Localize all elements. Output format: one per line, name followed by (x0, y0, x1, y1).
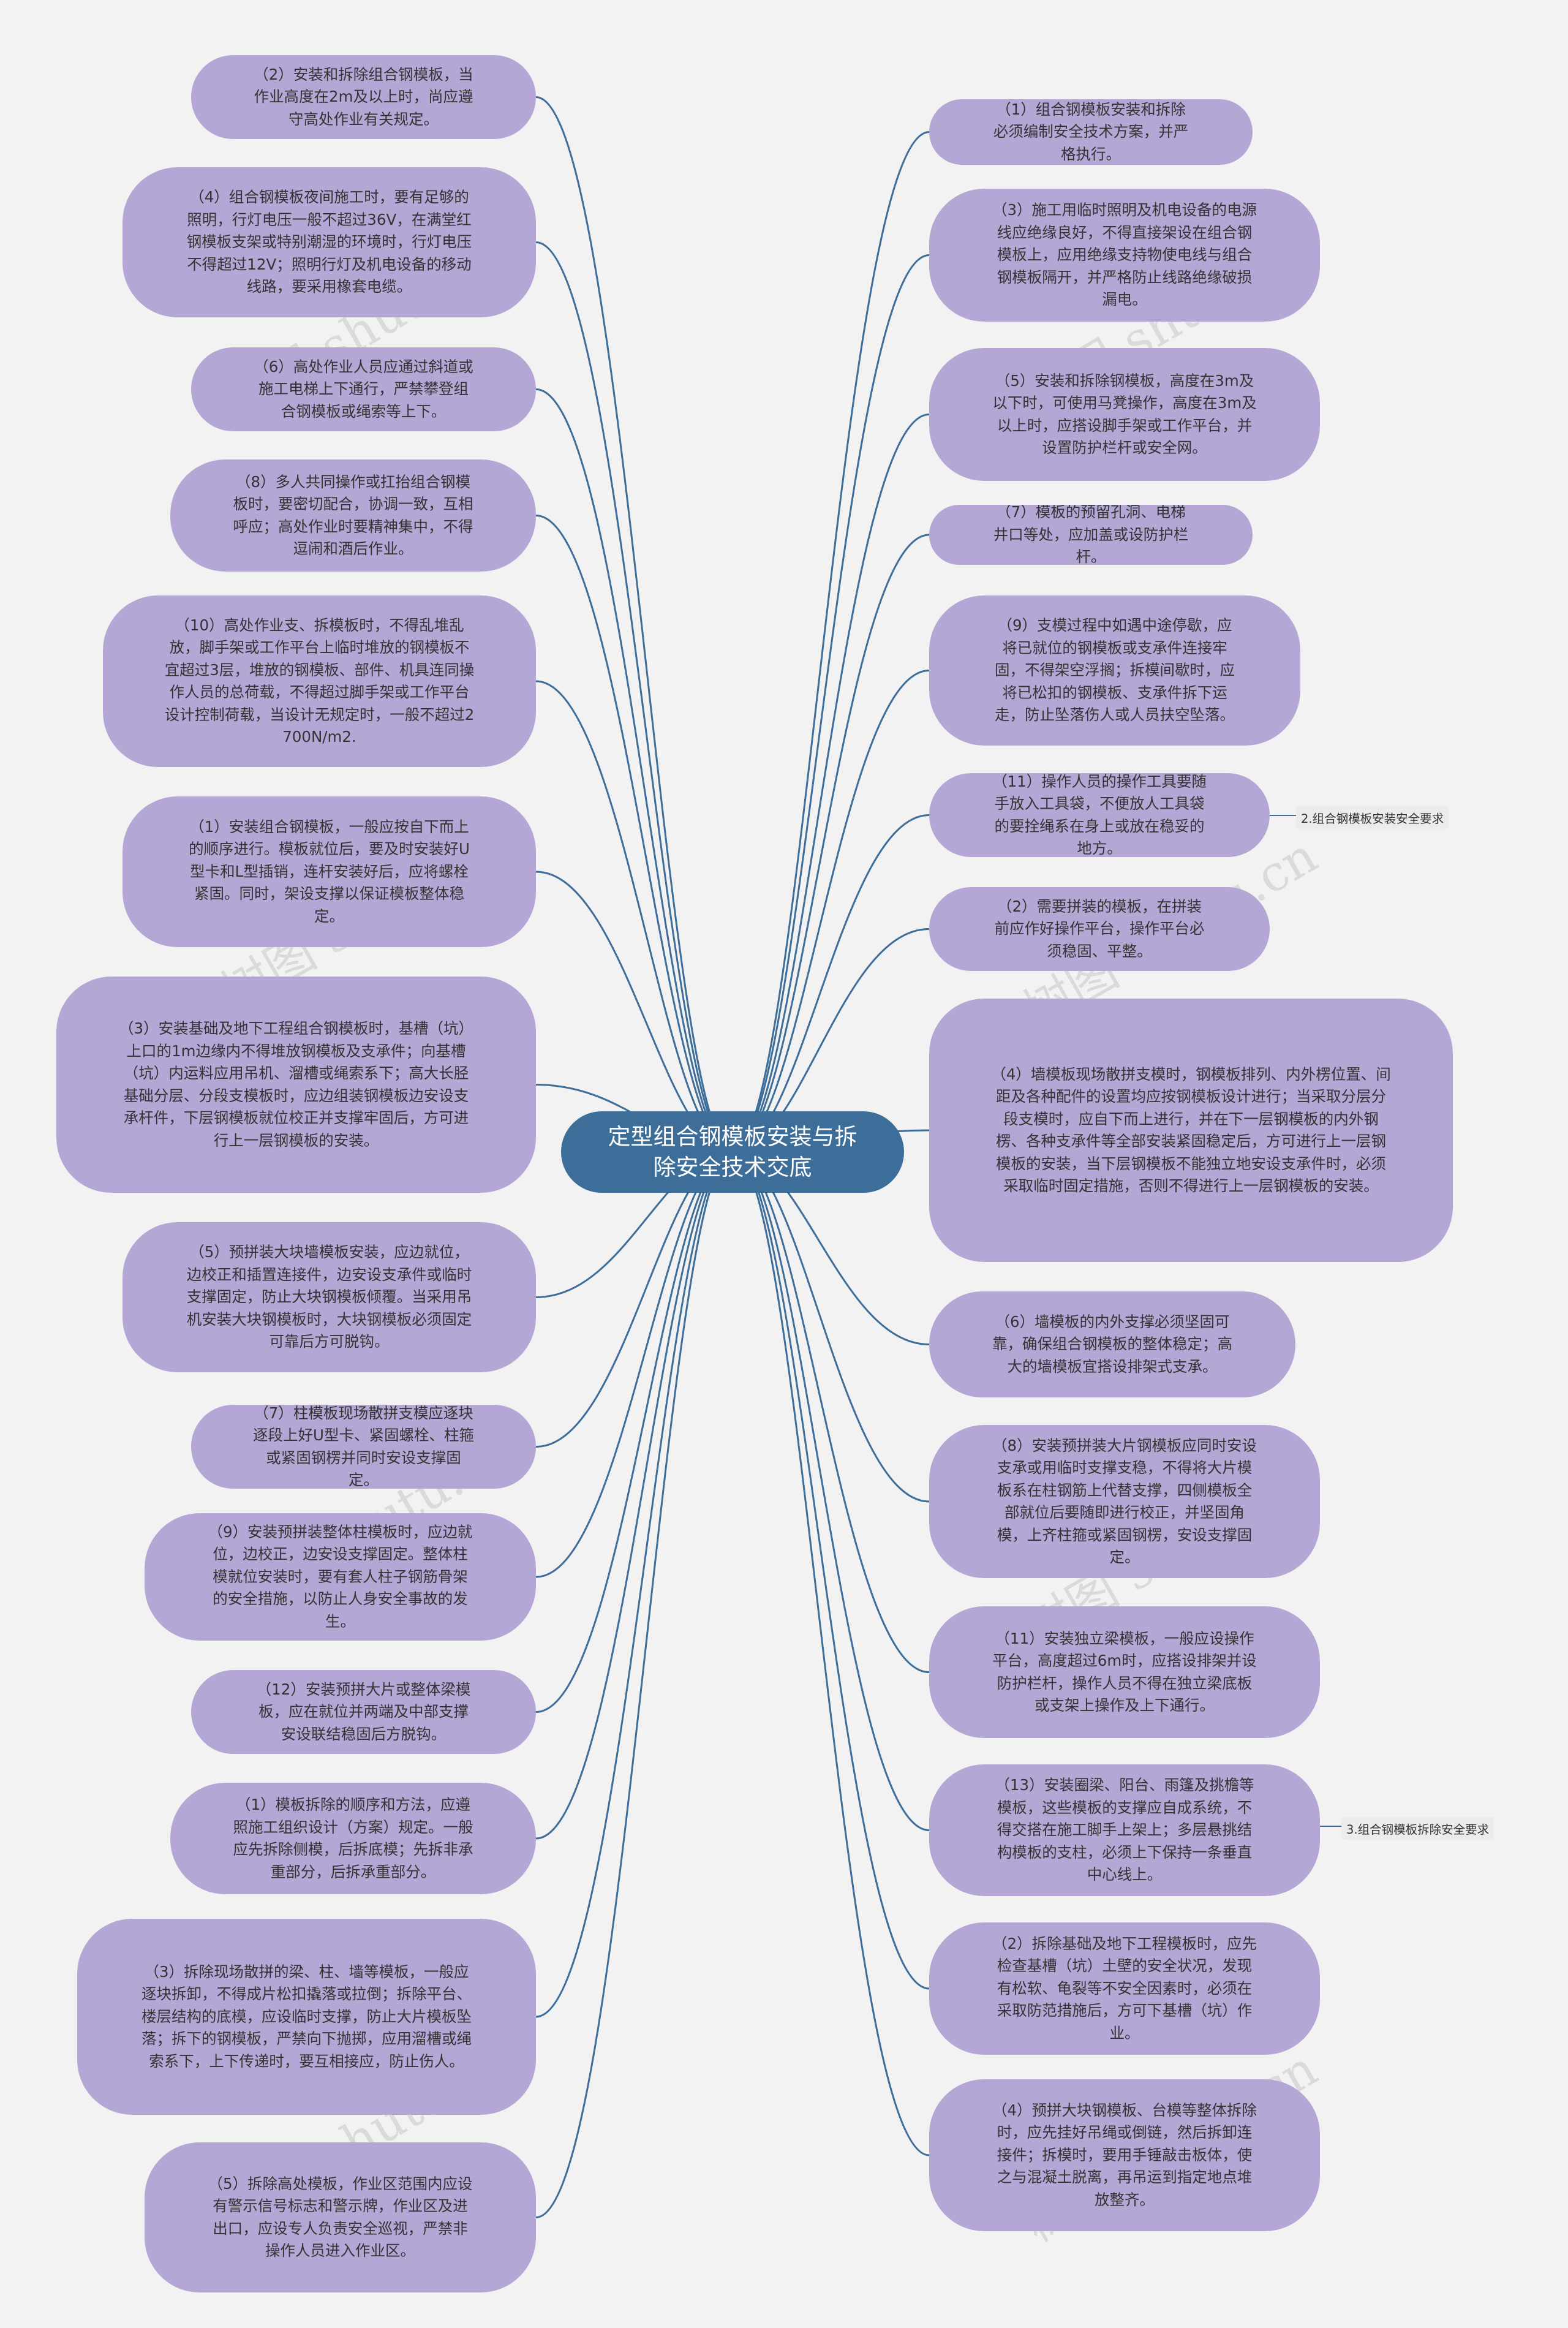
topic-text: （5）拆除高处模板，作业区范围内应设有警示信号标志和警示牌，作业区及进出口，应设… (208, 2174, 473, 2260)
link-left (535, 388, 733, 1153)
topic-text: （4）组合钢模板夜间施工时，要有足够的照明，行灯电压一般不超过36V，在满堂红钢… (186, 188, 472, 296)
link-right (732, 814, 930, 1153)
link-right (732, 1151, 930, 1673)
right-topic-node[interactable]: （7）模板的预留孔洞、电梯井口等处，应加盖或设防护栏杆。 (929, 505, 1253, 565)
link-right (732, 131, 930, 1153)
right-topic-node[interactable]: （5）安装和拆除钢模板，高度在3m及以下时，可使用马凳操作，高度在3m及以上时，… (929, 348, 1320, 481)
topic-text: （13）安装圈梁、阳台、雨篷及挑檐等模板，这些模板的支撑应自成系统，不得交搭在施… (995, 1776, 1254, 1884)
left-topic-node[interactable]: （12）安装预拼大片或整体梁模板，应在就位并两端及中部支撑安设联结稳固后方脱钩。 (191, 1670, 536, 1754)
left-topic-node[interactable]: （5）预拼装大块墙模板安装，应边就位，边校正和插置连接件，边安设支承件或临时支撑… (123, 1222, 536, 1372)
right-topic-node[interactable]: （2）需要拼装的模板，在拼装前应作好操作平台，操作平台必须稳固、平整。 (929, 887, 1270, 971)
topic-text: （3）拆除现场散拼的梁、柱、墙等模板，一般应逐块拆卸，不得成片松扣撬落或拉倒；拆… (141, 1962, 472, 2070)
left-topic-node[interactable]: （3）拆除现场散拼的梁、柱、墙等模板，一般应逐块拆卸，不得成片松扣撬落或拉倒；拆… (77, 1919, 536, 2115)
left-topic-node[interactable]: （10）高处作业支、拆模板时，不得乱堆乱放，脚手架或工作平台上临时堆放的钢模板不… (103, 595, 536, 767)
left-topic-node[interactable]: （2）安装和拆除组合钢模板，当作业高度在2m及以上时，尚应遵守高处作业有关规定。 (191, 55, 536, 139)
root-title: 定型组合钢模板安装与拆除安全技术交底 (608, 1123, 858, 1181)
topic-text: （4）墙模板现场散拼支模时，钢模板排列、内外楞位置、间距及各种配件的设置均应按钢… (991, 1065, 1391, 1195)
topic-text: （2）安装和拆除组合钢模板，当作业高度在2m及以上时，尚应遵守高处作业有关规定。 (254, 65, 473, 128)
right-topic-node[interactable]: （4）墙模板现场散拼支模时，钢模板排列、内外楞位置、间距及各种配件的设置均应按钢… (929, 999, 1453, 1262)
right-topic-node[interactable]: （3）施工用临时照明及机电设备的电源线应绝缘良好，不得直接架设在组合钢模板上，应… (929, 189, 1320, 322)
link-right (732, 534, 930, 1153)
topic-text: （5）预拼装大块墙模板安装，应边就位，边校正和插置连接件，边安设支承件或临时支撑… (186, 1243, 472, 1351)
link-left (535, 1151, 733, 1840)
right-topic-node[interactable]: （6）墙模板的内外支撑必须坚固可靠，确保组合钢模板的整体稳定；高大的墙模板宜搭设… (929, 1291, 1295, 1397)
right-topic-node[interactable]: （13）安装圈梁、阳台、雨篷及挑檐等模板，这些模板的支撑应自成系统，不得交搭在施… (929, 1764, 1320, 1896)
link-left (535, 96, 733, 1153)
link-left (535, 680, 733, 1153)
topic-text: （9）支模过程中如遇中途停歇，应将已就位的钢模板或支承件连接牢固，不得架空浮搁；… (995, 616, 1235, 724)
left-topic-node[interactable]: （1）模板拆除的顺序和方法，应遵照施工组织设计（方案）规定。一般应先拆除侧模，后… (170, 1783, 536, 1894)
root-topic[interactable]: 定型组合钢模板安装与拆除安全技术交底 (561, 1111, 904, 1193)
link-left (535, 515, 733, 1153)
topic-text: （8）多人共同操作或扛抬组合钢模板时，要密切配合，协调一致，互相呼应；高处作业时… (233, 472, 473, 558)
left-topic-node[interactable]: （4）组合钢模板夜间施工时，要有足够的照明，行灯电压一般不超过36V，在满堂红钢… (123, 167, 536, 317)
left-topic-node[interactable]: （6）高处作业人员应通过斜道或施工电梯上下通行，严禁攀登组合钢模板或绳索等上下。 (191, 347, 536, 431)
left-topic-node[interactable]: （1）安装组合钢模板，一般应按自下而上的顺序进行。模板就位后，要及时安装好U型卡… (123, 796, 536, 947)
topic-text: （8）安装预拼装大片钢模板应同时安设支承或用临时支撑支稳，不得将大片模板系在柱钢… (992, 1436, 1257, 1566)
link-left (535, 1151, 733, 2018)
topic-text: （10）高处作业支、拆模板时，不得乱堆乱放，脚手架或工作平台上临时堆放的钢模板不… (164, 616, 475, 746)
link-right (732, 1151, 930, 1990)
link-right (732, 1151, 930, 1831)
link-right (732, 254, 930, 1153)
right-topic-node[interactable]: （1）组合钢模板安装和拆除必须编制安全技术方案，并严格执行。 (929, 99, 1253, 165)
link-left (535, 1151, 733, 1713)
left-topic-node[interactable]: （8）多人共同操作或扛抬组合钢模板时，要密切配合，协调一致，互相呼应；高处作业时… (170, 459, 536, 572)
left-topic-node[interactable]: （5）拆除高处模板，作业区范围内应设有警示信号标志和警示牌，作业区及进出口，应设… (145, 2142, 536, 2292)
topic-text: （5）安装和拆除钢模板，高度在3m及以下时，可使用马凳操作，高度在3m及以上时，… (992, 371, 1257, 457)
topic-text: （2）拆除基础及地下工程模板时，应先检查基槽（坑）土壁的安全状况，发现有松软、龟… (992, 1934, 1257, 2042)
branch-label-removal-requirements[interactable]: 3.组合钢模板拆除安全要求 (1341, 1817, 1494, 1840)
right-topic-node[interactable]: （2）拆除基础及地下工程模板时，应先检查基槽（坑）土壁的安全状况，发现有松软、龟… (929, 1922, 1320, 2055)
topic-text: （1）安装组合钢模板，一般应按自下而上的顺序进行。模板就位后，要及时安装好U型卡… (189, 817, 470, 925)
right-topic-node[interactable]: （9）支模过程中如遇中途停歇，应将已就位的钢模板或支承件连接牢固，不得架空浮搁；… (929, 595, 1300, 746)
branch-label-install-requirements[interactable]: 2.组合钢模板安装安全要求 (1296, 806, 1449, 829)
left-topic-node[interactable]: （9）安装预拼装整体柱模板时，应边就位，边校正，边安设支撑固定。整体柱模就位安装… (145, 1513, 536, 1641)
topic-text: （9）安装预拼装整体柱模板时，应边就位，边校正，边安设支撑固定。整体柱模就位安装… (208, 1522, 473, 1630)
topic-text: （7）柱模板现场散拼支模应逐块逐段上好U型卡、紧固螺栓、柱箍或紧固钢楞并同时安设… (253, 1405, 474, 1489)
topic-text: （2）需要拼装的模板，在拼装前应作好操作平台，操作平台必须稳固、平整。 (994, 897, 1205, 960)
topic-text: （6）高处作业人员应通过斜道或施工电梯上下通行，严禁攀登组合钢模板或绳索等上下。 (254, 357, 473, 420)
topic-text: （11）操作人员的操作工具要随手放入工具袋，不便放人工具袋的要拴绳系在身上或放在… (992, 773, 1207, 857)
topic-text: （3）安装基础及地下工程组合钢模板时，基槽（坑）上口的1m边缘内不得堆放钢模板及… (118, 1019, 474, 1149)
right-topic-node[interactable]: （4）预拼大块钢模板、台模等整体拆除时，应先挂好吊绳或倒链，然后拆卸连接件；拆模… (929, 2079, 1320, 2231)
topic-text: （11）安装独立梁模板，一般应设操作平台，高度超过6m时，应搭设排架并设防护栏杆… (992, 1629, 1257, 1715)
link-right (732, 1151, 930, 2156)
link-left (535, 241, 733, 1153)
left-topic-node[interactable]: （3）安装基础及地下工程组合钢模板时，基槽（坑）上口的1m边缘内不得堆放钢模板及… (56, 977, 536, 1193)
topic-text: （7）模板的预留孔洞、电梯井口等处，应加盖或设防护栏杆。 (993, 505, 1189, 565)
topic-text: （12）安装预拼大片或整体梁模板，应在就位并两端及中部支撑安设联结稳固后方脱钩。 (256, 1680, 471, 1743)
topic-text: （1）模板拆除的顺序和方法，应遵照施工组织设计（方案）规定。一般应先拆除侧模，后… (233, 1796, 473, 1881)
link-left (535, 1151, 733, 2218)
topic-text: （6）墙模板的内外支撑必须坚固可靠，确保组合钢模板的整体稳定；高大的墙模板宜搭设… (992, 1312, 1232, 1375)
right-topic-node[interactable]: （8）安装预拼装大片钢模板应同时安设支承或用临时支撑支稳，不得将大片模板系在柱钢… (929, 1425, 1320, 1578)
right-topic-node[interactable]: （11）安装独立梁模板，一般应设操作平台，高度超过6m时，应搭设排架并设防护栏杆… (929, 1606, 1320, 1738)
right-topic-node[interactable]: （11）操作人员的操作工具要随手放入工具袋，不便放人工具袋的要拴绳系在身上或放在… (929, 773, 1270, 857)
topic-text: （4）预拼大块钢模板、台模等整体拆除时，应先挂好吊绳或倒链，然后拆卸连接件；拆模… (992, 2101, 1257, 2209)
topic-text: （1）组合钢模板安装和拆除必须编制安全技术方案，并严格执行。 (993, 100, 1189, 163)
left-topic-node[interactable]: （7）柱模板现场散拼支模应逐块逐段上好U型卡、紧固螺栓、柱箍或紧固钢楞并同时安设… (191, 1405, 536, 1489)
link-right (732, 414, 930, 1153)
topic-text: （3）施工用临时照明及机电设备的电源线应绝缘良好，不得直接架设在组合钢模板上，应… (992, 201, 1257, 309)
